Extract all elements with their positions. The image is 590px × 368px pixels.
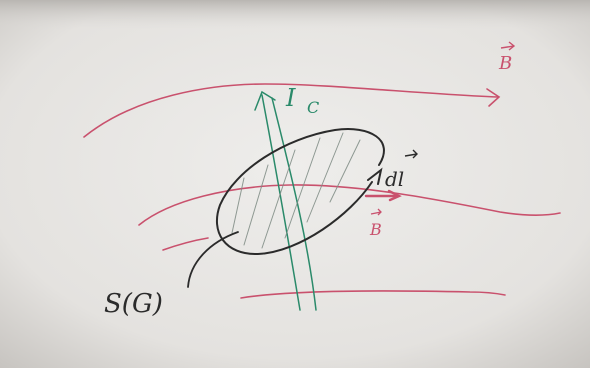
label-b-local: B xyxy=(369,208,382,239)
field-line-left-bottom xyxy=(162,237,209,251)
label-b-local-vector-arrow xyxy=(370,208,382,216)
label-b-field-vector-arrow xyxy=(500,41,516,51)
label-dl: dl xyxy=(385,149,418,191)
label-current-subscript: C xyxy=(307,98,319,117)
label-current-text: I xyxy=(285,84,296,112)
current-loop xyxy=(215,128,385,256)
current-arrow xyxy=(254,90,317,311)
label-b-local-text: B xyxy=(369,220,382,239)
magnetic-field-lines xyxy=(83,83,561,299)
dl-arrowhead xyxy=(367,167,383,185)
label-b-field: B xyxy=(498,41,516,74)
label-dl-text: dl xyxy=(385,167,404,191)
label-surface: S(G) xyxy=(104,289,163,319)
field-line-middle xyxy=(138,184,561,226)
field-line-top xyxy=(83,83,499,138)
field-line-top-arrowhead xyxy=(486,88,501,107)
surface-hatching xyxy=(231,132,361,249)
surface-pointer xyxy=(187,231,239,288)
label-current: I C xyxy=(285,84,319,117)
local-b-vector xyxy=(364,189,402,202)
label-b-field-text: B xyxy=(498,53,512,74)
label-dl-vector-arrow xyxy=(404,149,418,159)
field-line-bottom xyxy=(240,290,506,299)
